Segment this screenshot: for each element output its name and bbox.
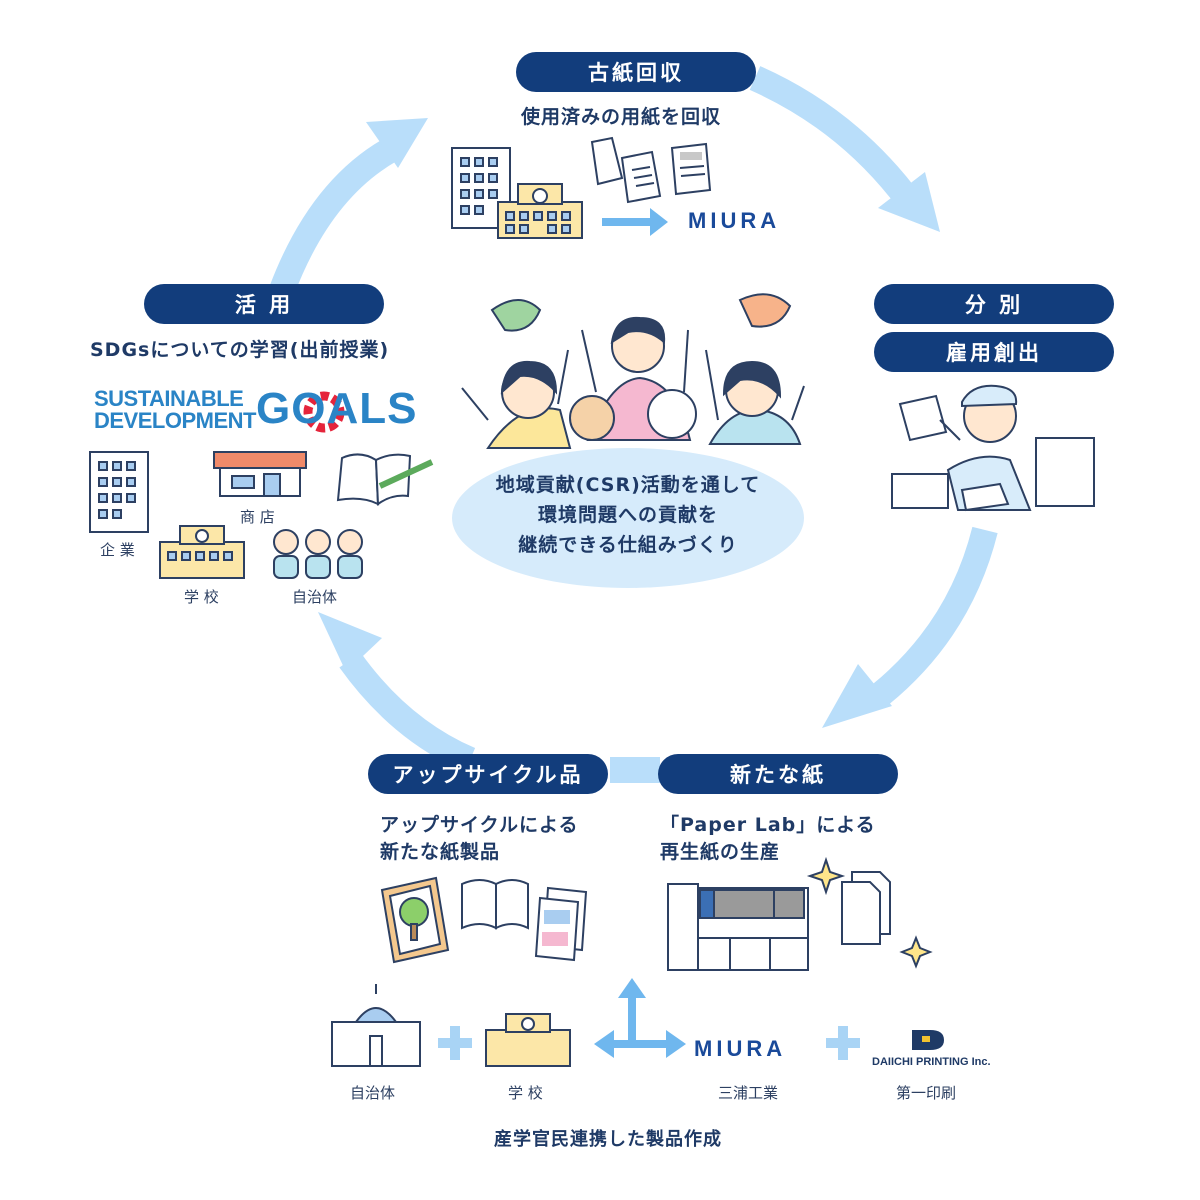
newpaper-caption-line1: 「Paper Lab」による (660, 814, 876, 836)
center-line-3: 継続できる仕組みづくり (518, 534, 738, 556)
step-sort-title2: 雇用創出 (874, 332, 1114, 372)
label-school: 学 校 (184, 588, 219, 606)
step-newpaper-title: 新たな紙 (658, 754, 898, 794)
arrow-collect-to-sort (749, 66, 923, 213)
cat-icon (569, 395, 615, 441)
cross-arrows-icon (594, 978, 686, 1058)
arrow-sort-to-newpaper (871, 526, 998, 706)
school-icon (497, 183, 583, 239)
partner-municipality-label: 自治体 (350, 1084, 396, 1102)
picture-frame-icon (380, 876, 450, 964)
label-company: 企 業 (100, 541, 135, 559)
paperlab-machine-icon (667, 883, 809, 971)
center-message: 地域貢献(CSR)活動を通して 環境問題への貢献を 継続できる仕組みづくり (458, 470, 798, 560)
step-use-title: 活 用 (144, 284, 384, 324)
label-shop: 商 店 (240, 508, 275, 526)
arrow-upcycle-to-use (339, 652, 476, 772)
partner-school-label: 学 校 (508, 1084, 543, 1102)
arrowhead-collect (366, 118, 428, 168)
dog-icon (647, 389, 697, 439)
sparkle-icons (806, 856, 933, 969)
company-building-icon (89, 451, 149, 533)
partner-daiichi-label: 第一印刷 (896, 1084, 957, 1102)
notebook-pencil-icon (336, 453, 434, 506)
miura-logo-partner: MIURA (694, 1036, 787, 1061)
label-municipality: 自治体 (292, 588, 338, 606)
upcycle-caption-line1: アップサイクルによる (380, 814, 579, 836)
sdgs-wheel-icon (303, 391, 345, 433)
step-sort-title: 分 別 (874, 284, 1114, 324)
arrowhead-sort (878, 172, 940, 232)
people-and-pets-illustration (452, 293, 805, 588)
sdgs-logo-line1: SUSTAINABLE (94, 386, 244, 411)
arrow-heads (318, 118, 940, 728)
daiichi-logo-text: DAIICHI PRINTING Inc. (872, 1056, 991, 1068)
partners-caption: 産学官民連携した製品作成 (494, 1129, 722, 1150)
center-cloud (452, 448, 804, 588)
school-icon-partner (485, 1013, 571, 1067)
partner-miura-label: 三浦工業 (718, 1084, 779, 1102)
sdgs-logo-goals: GOALS (256, 384, 418, 433)
step-collect-caption: 使用済みの用紙を回収 (521, 106, 722, 128)
bird-orange-icon (738, 293, 792, 328)
arrowhead-newpaper (822, 664, 892, 728)
step-upcycle-title: アップサイクル品 (368, 754, 608, 794)
collect-arrow-icon (602, 208, 668, 236)
center-line-2: 環境問題への貢献を (537, 504, 718, 526)
worker-illustration (891, 384, 1095, 512)
daiichi-logo-mark (912, 1030, 944, 1050)
residents-icon (273, 529, 363, 579)
cycle-arrows (269, 66, 998, 783)
step-newpaper-caption: 「Paper Lab」による 再生紙の生産 (660, 812, 876, 866)
used-papers-icon (590, 136, 712, 204)
step-upcycle-caption: アップサイクルによる 新たな紙製品 (380, 812, 578, 866)
upcycle-caption-line2: 新たな紙製品 (380, 841, 501, 863)
school-icon-small (159, 525, 245, 579)
step-use-caption: SDGsについての学習(出前授業) (90, 339, 390, 361)
sdgs-logo-line2: DEVELOPMENT (94, 408, 256, 433)
newpaper-caption-line2: 再生紙の生産 (660, 841, 781, 863)
step-collect-title: 古紙回収 (516, 52, 756, 92)
arrowhead-use (318, 612, 382, 672)
plus-icon (438, 1026, 860, 1060)
bird-green-icon (490, 299, 542, 332)
new-paper-sheets-icon (841, 871, 891, 945)
open-book-icon (461, 879, 529, 930)
center-line-1: 地域貢献(CSR)活動を通して (495, 474, 761, 496)
paper-stack-icon (534, 886, 588, 962)
shop-icon (213, 451, 307, 497)
arrow-use-to-collect (269, 138, 397, 295)
city-hall-icon (331, 984, 421, 1067)
miura-logo-collect: MIURA (688, 208, 781, 233)
